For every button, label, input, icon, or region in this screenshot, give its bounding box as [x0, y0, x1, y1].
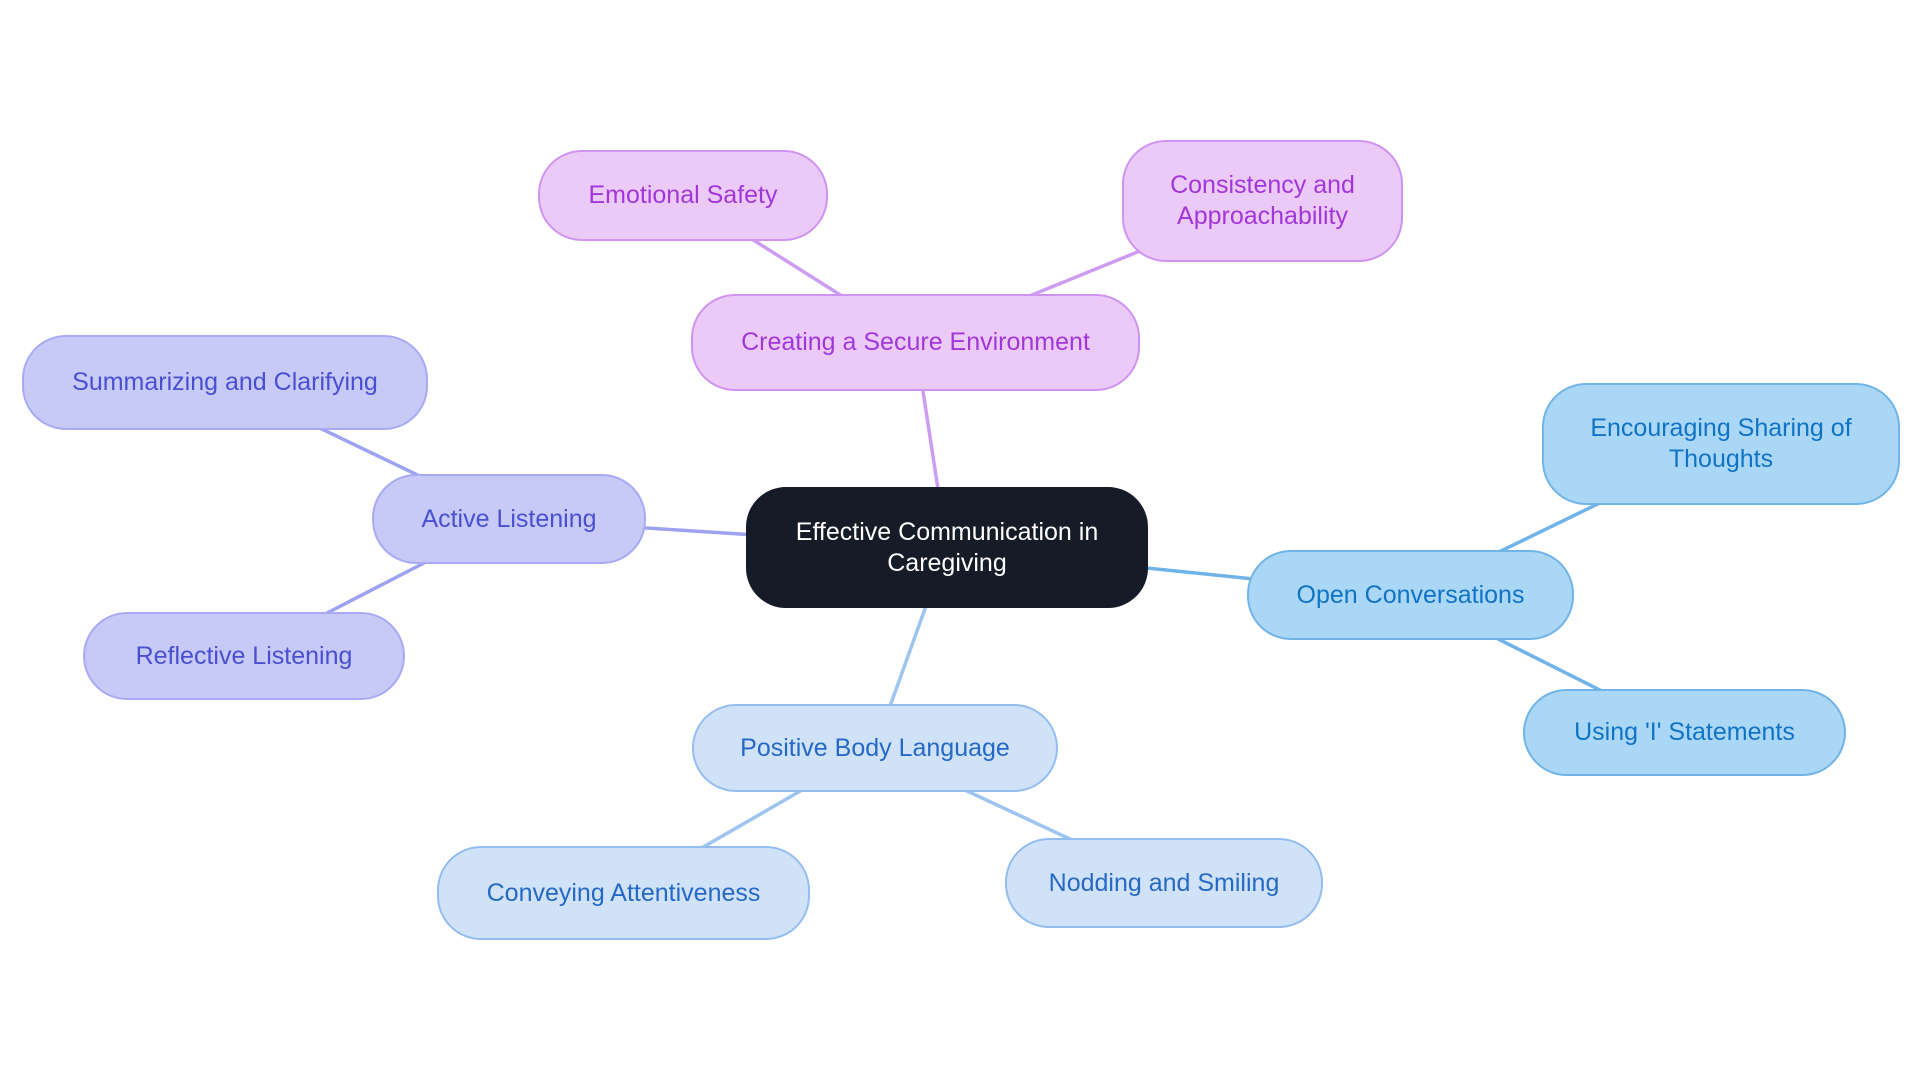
- node-conveying-attentiveness[interactable]: Conveying Attentiveness: [437, 846, 810, 940]
- node-open-conversations[interactable]: Open Conversations: [1247, 550, 1574, 640]
- node-positive-body-language[interactable]: Positive Body Language: [692, 704, 1058, 792]
- node-central-topic[interactable]: Effective Communication in Caregiving: [746, 487, 1148, 608]
- node-active-listening[interactable]: Active Listening: [372, 474, 646, 564]
- node-reflective-listening[interactable]: Reflective Listening: [83, 612, 405, 700]
- node-emotional-safety[interactable]: Emotional Safety: [538, 150, 828, 241]
- node-nodding-and-smiling[interactable]: Nodding and Smiling: [1005, 838, 1323, 928]
- node-using-i-statements[interactable]: Using 'I' Statements: [1523, 689, 1846, 776]
- node-summarizing-and-clarifying[interactable]: Summarizing and Clarifying: [22, 335, 428, 430]
- node-consistency-and-approachability[interactable]: Consistency and Approachability: [1122, 140, 1403, 262]
- node-creating-a-secure-environment[interactable]: Creating a Secure Environment: [691, 294, 1140, 391]
- node-encouraging-sharing-of-thoughts[interactable]: Encouraging Sharing of Thoughts: [1542, 383, 1900, 505]
